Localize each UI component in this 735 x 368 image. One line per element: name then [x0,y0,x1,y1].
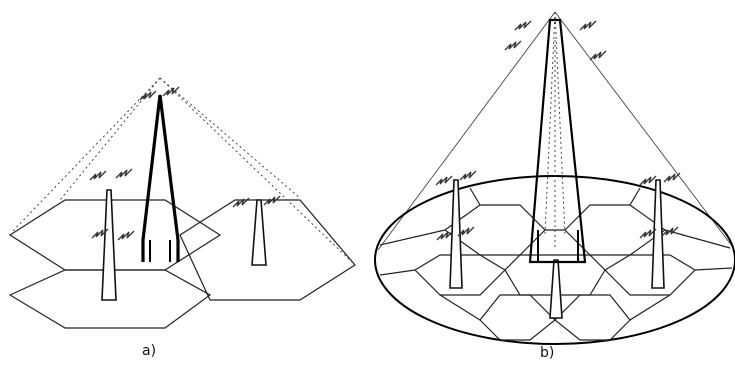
panel-b-small-tower [435,170,477,289]
lightning-signal-icon [514,20,532,31]
panel-b-coverage-cone [377,11,733,251]
lightning-signal-icon [435,175,453,186]
panel-b-macro-tower [504,18,607,264]
hex-cell [8,269,212,329]
hex-cell [604,254,696,296]
lightning-signal-icon [589,50,607,61]
panel-a-label: a) [142,343,157,359]
panel-a-hex-cells [8,199,356,329]
panel-a [8,77,356,329]
panel-b-small-tower [549,259,563,319]
panel-b-small-tower [639,172,681,289]
hex-cell [179,199,356,301]
lightning-signal-icon [504,40,522,51]
panel-a-small-tower [89,168,135,301]
lightning-signal-icon [139,90,157,101]
hex-cell [554,294,631,341]
hex-cell [479,294,556,341]
lightning-signal-icon [89,170,107,181]
panel-a-coverage-lines [11,77,353,263]
panel-a-macro-tower [139,86,180,262]
lightning-signal-icon [639,175,657,186]
hex-cell [8,199,222,271]
lightning-signal-icon [436,230,454,241]
lightning-signal-icon [579,20,597,31]
panel-b-hex-cells [379,187,733,341]
lightning-signal-icon [459,170,477,181]
lightning-signal-icon [232,197,250,208]
lightning-signal-icon [117,230,135,241]
panel-a-small-tower [232,195,281,266]
lightning-signal-icon [115,168,133,179]
panel-b [374,11,735,345]
panel-b-label: b) [540,345,555,361]
lightning-signal-icon [661,226,679,237]
